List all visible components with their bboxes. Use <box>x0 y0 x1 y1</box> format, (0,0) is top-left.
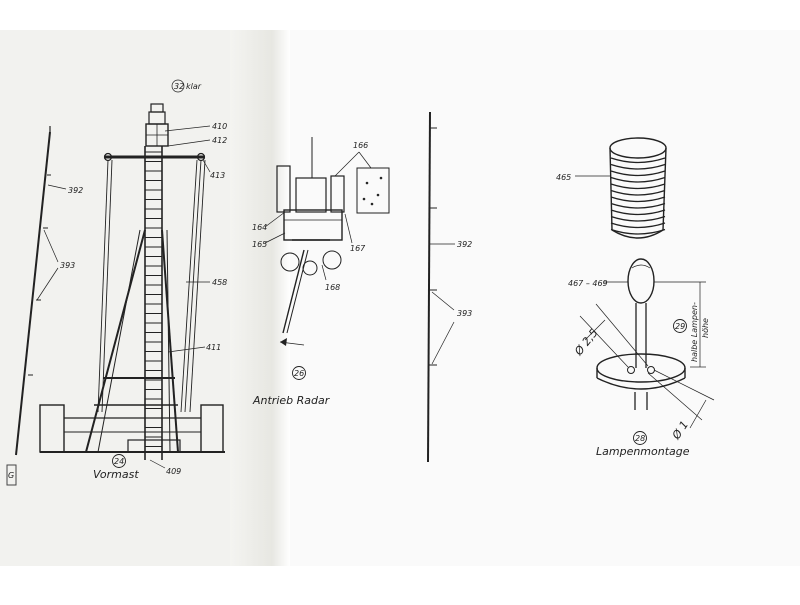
middle-leader-lines <box>264 151 372 281</box>
callout-168: 168 <box>325 283 340 292</box>
foremast-drawing <box>39 103 225 460</box>
lamp-ring <box>610 163 666 170</box>
lamp-ring <box>610 209 666 216</box>
callout-411: 411 <box>206 343 221 352</box>
lamp-ring <box>610 228 666 235</box>
lamp-ring <box>610 157 666 164</box>
lamp-ring <box>610 222 666 229</box>
callout-166: 166 <box>353 141 368 150</box>
callout-164: 164 <box>252 223 267 232</box>
label-hoehe: höhe <box>701 318 710 338</box>
figure-26-number: 26 <box>294 369 304 378</box>
figure-28-circle <box>633 431 647 445</box>
left-leader-lines <box>149 79 211 469</box>
rod-392-393-left <box>15 126 67 456</box>
callout-klar-note: klar <box>186 82 202 91</box>
lamp-ring <box>610 189 666 196</box>
callout-167: 167 <box>350 244 366 253</box>
margin-mark: G <box>8 471 14 480</box>
circle-29 <box>673 319 687 333</box>
figure-24-caption: Vormast <box>93 468 139 481</box>
callout-410: 410 <box>212 122 227 131</box>
callout-393-left: 393 <box>60 261 75 270</box>
figure-24-number: 24 <box>114 457 124 466</box>
callout-465: 465 <box>556 173 571 182</box>
lamp-ring <box>610 183 666 190</box>
callout-458: 458 <box>212 278 227 287</box>
figure-24-circle <box>112 454 126 468</box>
callout-165: 165 <box>252 240 267 249</box>
callout-409: 409 <box>166 467 181 476</box>
callout-circle-32: 32 <box>174 82 184 91</box>
figure-28-caption: Lampenmontage <box>596 445 690 458</box>
rod-392-393-right <box>427 111 455 463</box>
right-page <box>290 30 800 570</box>
lamp-cylinder-rings <box>610 157 666 235</box>
callout-412: 412 <box>212 136 227 145</box>
radar-drive-drawing <box>276 137 390 346</box>
lamp-ring <box>610 215 666 222</box>
figure-26-caption: Antrieb Radar <box>252 394 331 407</box>
lamp-ring <box>610 176 666 183</box>
callout-392-left: 392 <box>68 186 83 195</box>
callout-29: 29 <box>675 322 685 331</box>
lamp-ring <box>610 202 666 209</box>
callout-413: 413 <box>210 171 225 180</box>
figure-26-circle <box>292 366 306 380</box>
callout-467-469: 467 – 469 <box>568 279 608 288</box>
callout-392-right: 392 <box>457 240 472 249</box>
lamp-assembly-drawing <box>579 258 715 429</box>
label-halbe-lampen: halbe Lampen- <box>690 302 699 362</box>
lamp-ring <box>610 196 666 203</box>
page-gutter <box>230 30 290 570</box>
figure-28-number: 28 <box>635 434 645 443</box>
lamp-ring <box>610 170 666 177</box>
mast-ladder-rungs <box>145 151 162 448</box>
callout-393-right: 393 <box>457 309 472 318</box>
margin-mark-box <box>6 464 17 486</box>
